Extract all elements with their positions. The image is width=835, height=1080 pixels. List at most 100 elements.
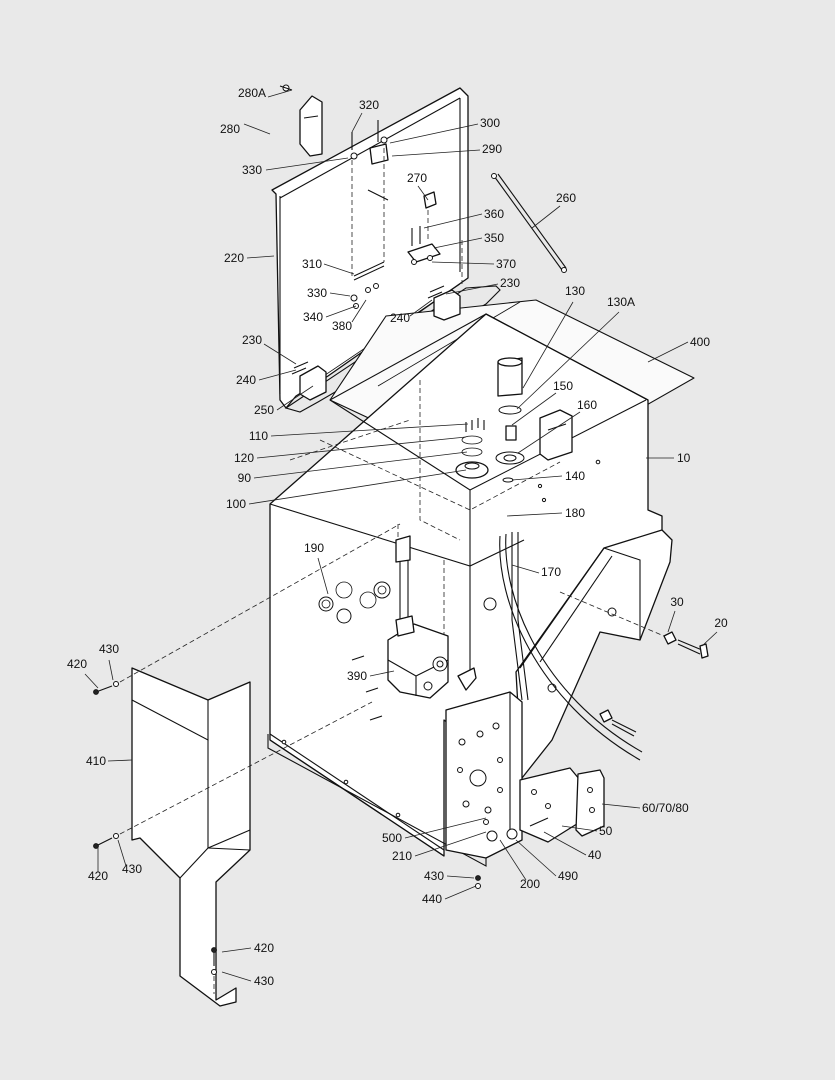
- callout-c120: 120: [234, 451, 254, 465]
- lid-panel-220: [271, 87, 501, 413]
- callout-c440: 440: [422, 892, 442, 906]
- leader-c260: [531, 205, 561, 229]
- leader-c120: [256, 436, 467, 459]
- callout-c330a: 330: [242, 163, 262, 177]
- leader-c210: [414, 831, 487, 857]
- callout-c150: 150: [553, 379, 573, 393]
- callout-c160: 160: [577, 398, 597, 412]
- leader-lines: [84, 89, 718, 982]
- leader-c390: [369, 670, 395, 677]
- leader-c490: [515, 839, 557, 877]
- hinges: [291, 285, 461, 401]
- gas-strut-260: [491, 173, 567, 273]
- leader-c430b: [117, 839, 127, 867]
- callout-c240a: 240: [390, 311, 410, 325]
- hose-170: [499, 532, 643, 761]
- leader-c500: [404, 817, 487, 839]
- callout-c140: 140: [565, 469, 585, 483]
- leader-c130a: [516, 311, 620, 410]
- callout-c350: 350: [484, 231, 504, 245]
- callout-c100: 100: [226, 497, 246, 511]
- seals-190: [318, 581, 497, 624]
- callout-c220: 220: [224, 251, 244, 265]
- side-chute: [515, 529, 673, 779]
- callout-c50: 50: [599, 824, 613, 838]
- leader-c40: [543, 831, 587, 856]
- callout-c420b: 420: [88, 869, 108, 883]
- leader-c90: [253, 451, 468, 479]
- callout-c320: 320: [359, 98, 379, 112]
- leader-c190: [317, 557, 329, 595]
- callout-c200: 200: [520, 877, 540, 891]
- leader-c360: [423, 213, 483, 229]
- leader-c100: [248, 469, 467, 505]
- callout-c280: 280: [220, 122, 240, 136]
- leader-c170: [511, 564, 540, 574]
- leader-c160: [517, 411, 581, 454]
- callout-c420a: 420: [67, 657, 87, 671]
- callout-c230a: 230: [500, 276, 520, 290]
- leader-c230a: [445, 283, 499, 295]
- pump-top-assembly: [455, 418, 489, 479]
- mount-bracket: [519, 767, 605, 843]
- leader-c150: [511, 392, 557, 426]
- callout-c180: 180: [565, 506, 585, 520]
- filter-130: [497, 357, 523, 415]
- leader-c270: [417, 185, 429, 201]
- leader-c420a: [84, 673, 99, 689]
- callout-c490: 490: [558, 869, 578, 883]
- leader-c440: [444, 885, 477, 900]
- leader-c430a: [108, 659, 114, 681]
- callout-c210: 210: [392, 849, 412, 863]
- callout-c30: 30: [670, 595, 684, 609]
- callout-c410: 410: [86, 754, 106, 768]
- leader-c50: [561, 825, 598, 832]
- callout-c330b: 330: [307, 286, 327, 300]
- leader-c350: [433, 237, 483, 249]
- leader-c320: [351, 112, 363, 133]
- leader-c240a: [409, 299, 433, 317]
- callout-c430c: 430: [424, 869, 444, 883]
- leader-c300: [389, 123, 479, 144]
- callout-c300: 300: [480, 116, 500, 130]
- latch-hardware: [350, 120, 463, 309]
- shield-410: [131, 667, 251, 1007]
- leader-c410: [107, 759, 133, 762]
- leader-c420c: [221, 947, 252, 953]
- callout-c270: 270: [407, 171, 427, 185]
- leader-c130: [522, 301, 574, 389]
- callout-c290: 290: [482, 142, 502, 156]
- leader-c370: [431, 261, 495, 265]
- leader-c290: [391, 149, 481, 157]
- callout-c130: 130: [565, 284, 585, 298]
- leader-c200: [499, 839, 527, 881]
- leader-c180: [506, 512, 563, 517]
- callout-c130a: 130A: [607, 295, 635, 309]
- callout-c390: 390: [347, 669, 367, 683]
- leader-c330a: [265, 157, 349, 171]
- leader-c220: [246, 255, 275, 259]
- callout-c90: 90: [238, 471, 252, 485]
- callout-c40: 40: [588, 848, 602, 862]
- callout-c10: 10: [677, 451, 691, 465]
- callout-c500: 500: [382, 831, 402, 845]
- leader-c140: [511, 475, 563, 481]
- handle-280: [279, 84, 323, 157]
- callout-c250: 250: [254, 403, 274, 417]
- leader-c430d: [221, 971, 252, 982]
- callout-c170: 170: [541, 565, 561, 579]
- callout-c430b: 430: [122, 862, 142, 876]
- shield-fasteners: [93, 523, 549, 994]
- leader-c430c: [446, 875, 475, 879]
- leader-c6070: [601, 803, 641, 809]
- leader-c230b: [263, 343, 297, 365]
- callout-c370: 370: [496, 257, 516, 271]
- callout-c260: 260: [556, 191, 576, 205]
- leader-c110: [270, 423, 469, 437]
- callout-c190: 190: [304, 541, 324, 555]
- callout-c430a: 430: [99, 642, 119, 656]
- callout-c6070: 60/70/80: [642, 801, 689, 815]
- leader-c400: [647, 341, 689, 363]
